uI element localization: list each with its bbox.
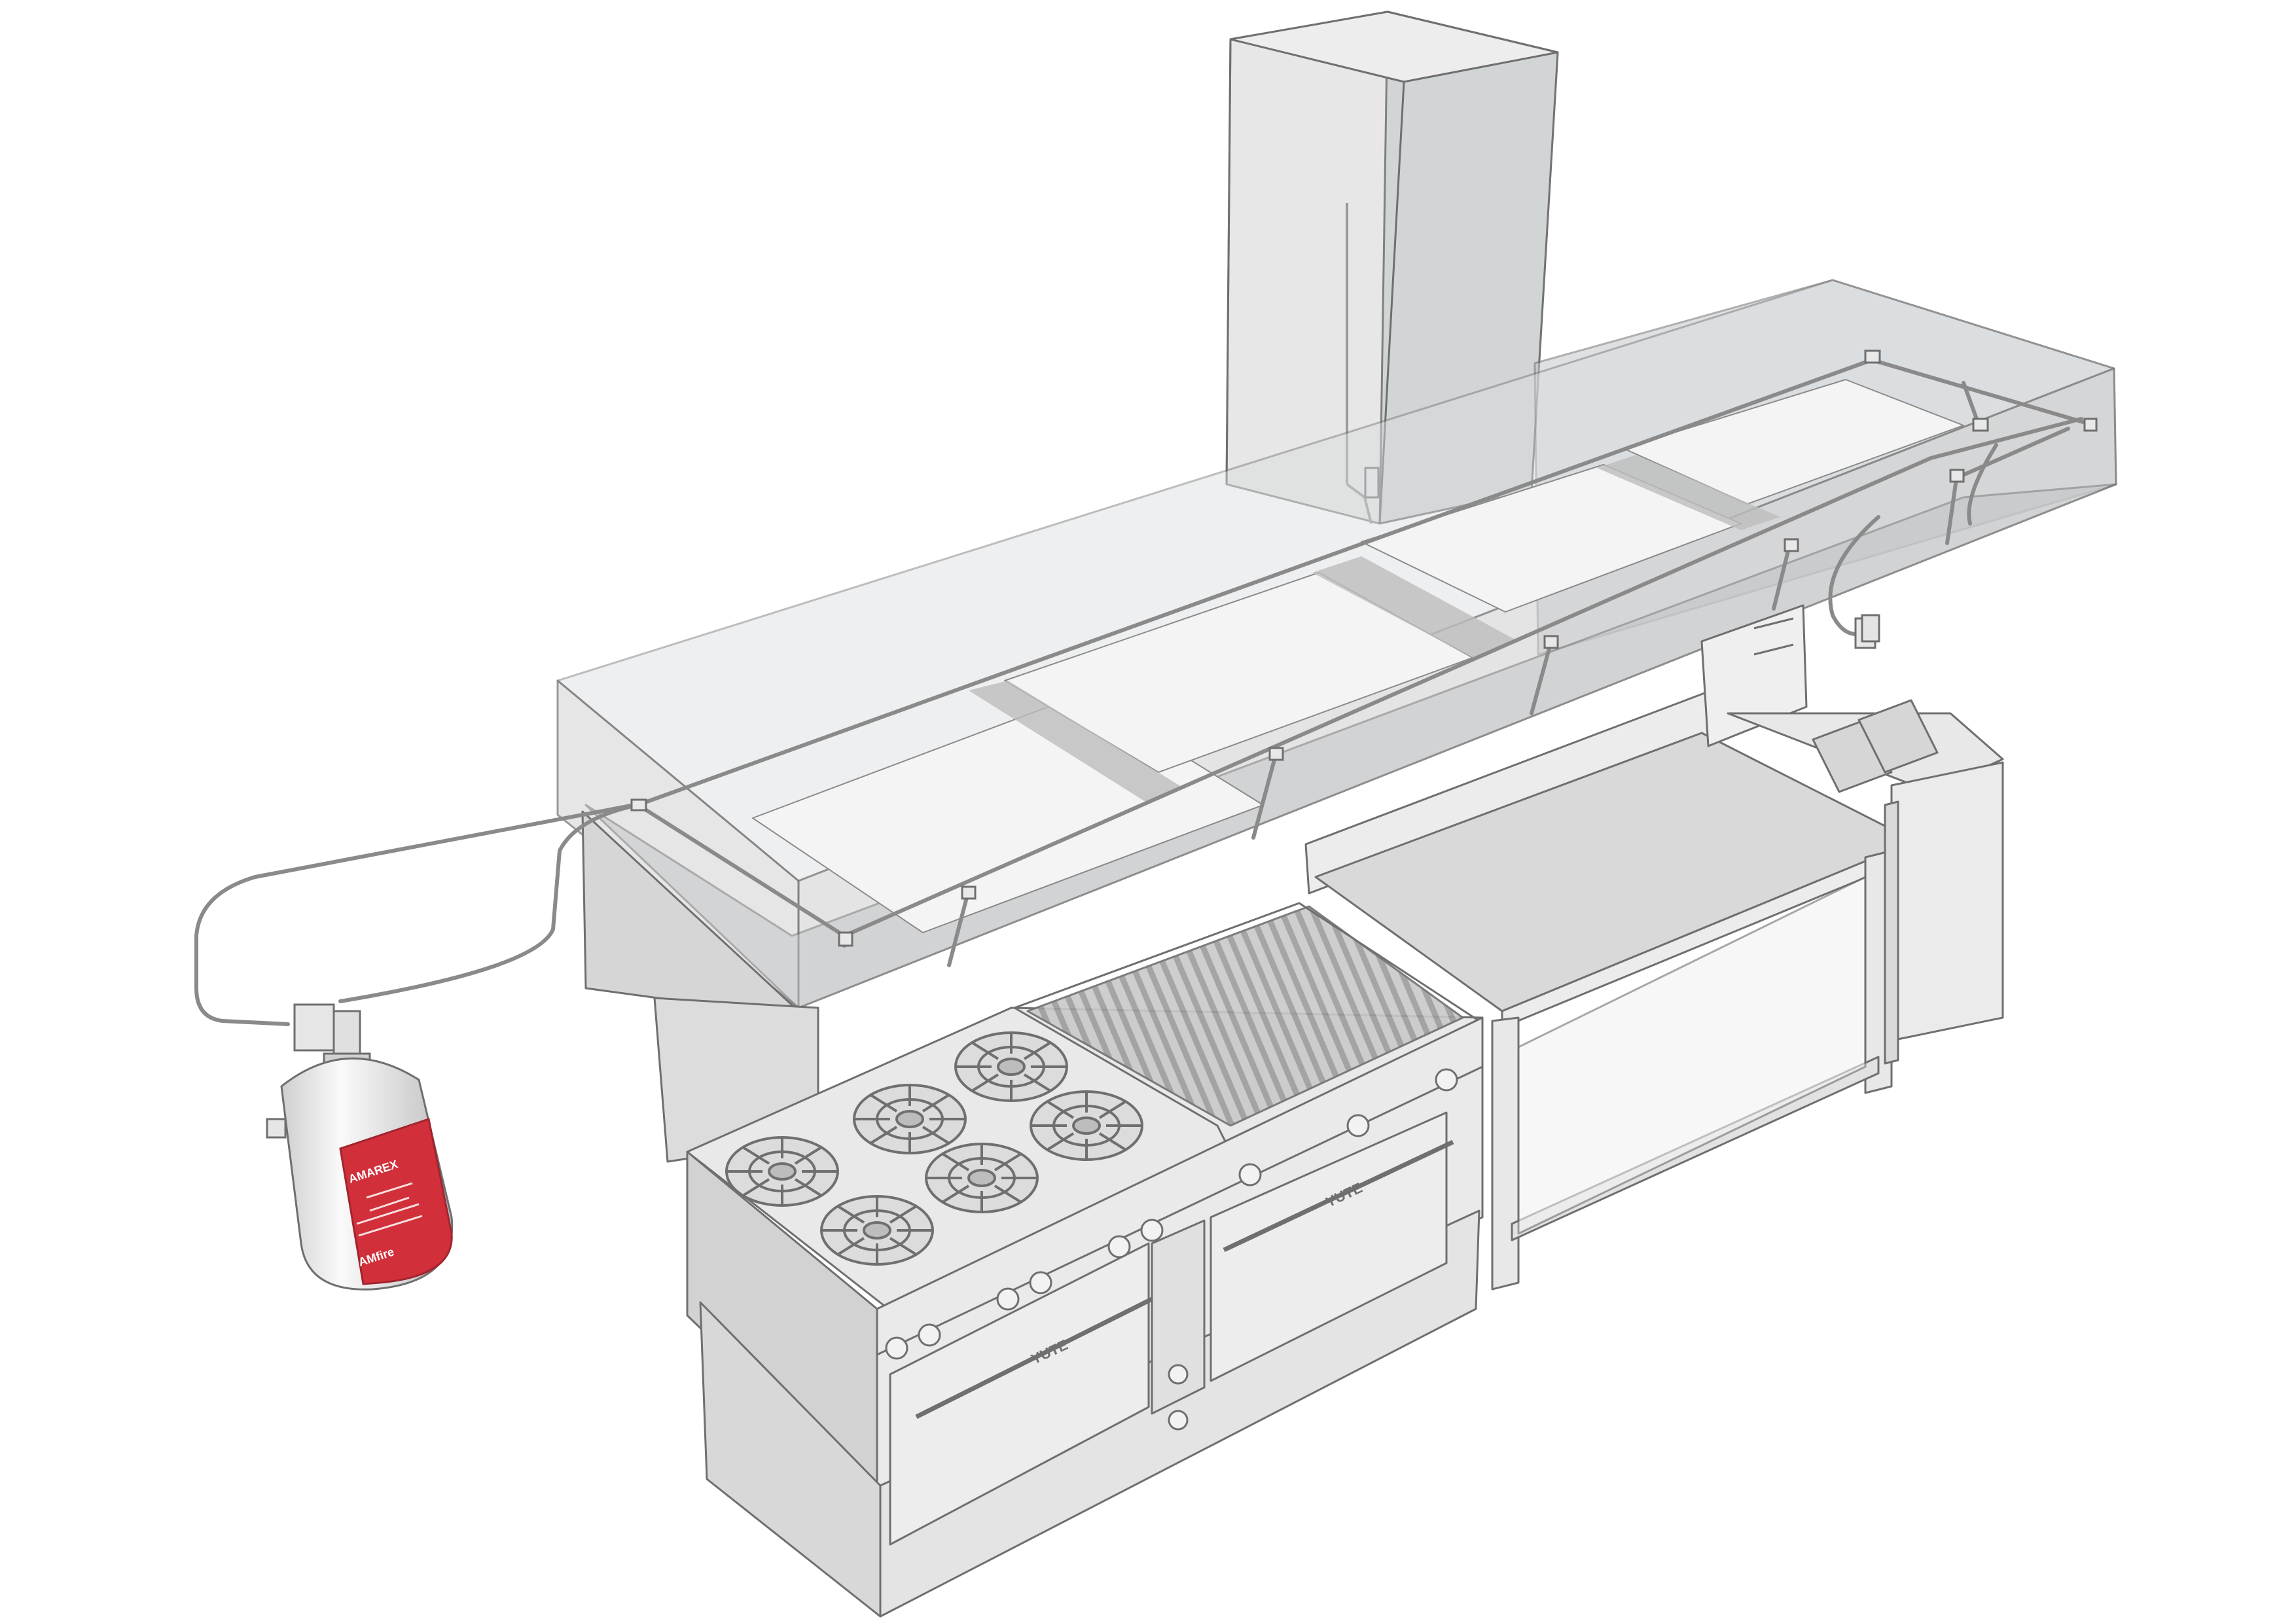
fire-suppression-cylinder — [266, 1003, 454, 1291]
control-knob-icon — [996, 1287, 1020, 1311]
cylinder-label-lines — [356, 1182, 423, 1237]
control-knob-icon — [1168, 1410, 1189, 1431]
control-knob-icon — [1346, 1114, 1370, 1137]
control-knob-icon — [1435, 1068, 1458, 1092]
gas-burner-icon — [820, 1195, 934, 1266]
gas-burner-icon — [725, 1136, 839, 1207]
control-knob-icon — [885, 1336, 908, 1360]
gas-burner-icon — [853, 1084, 967, 1154]
fryer — [1700, 604, 2004, 1065]
burner-grates — [725, 1031, 1143, 1266]
control-knob-icon — [1029, 1271, 1052, 1294]
control-knob-icon — [1140, 1219, 1164, 1242]
gas-burner-icon — [925, 1143, 1039, 1213]
control-knob-icon — [1168, 1364, 1189, 1385]
gas-burner-icon — [954, 1031, 1068, 1102]
canopy-hood — [556, 279, 2117, 1019]
gas-burner-icon — [1030, 1090, 1143, 1161]
exhaust-duct — [1225, 10, 1559, 525]
control-knob-icon — [918, 1323, 941, 1347]
work-table — [1304, 689, 1916, 1291]
suppression-piping — [194, 358, 2096, 1026]
control-knobs — [885, 1068, 1458, 1431]
cooking-range — [653, 902, 1484, 1618]
fryer-basket-icon — [1812, 699, 1939, 793]
control-knob-icon — [1107, 1235, 1131, 1258]
control-knob-icon — [1238, 1163, 1262, 1186]
